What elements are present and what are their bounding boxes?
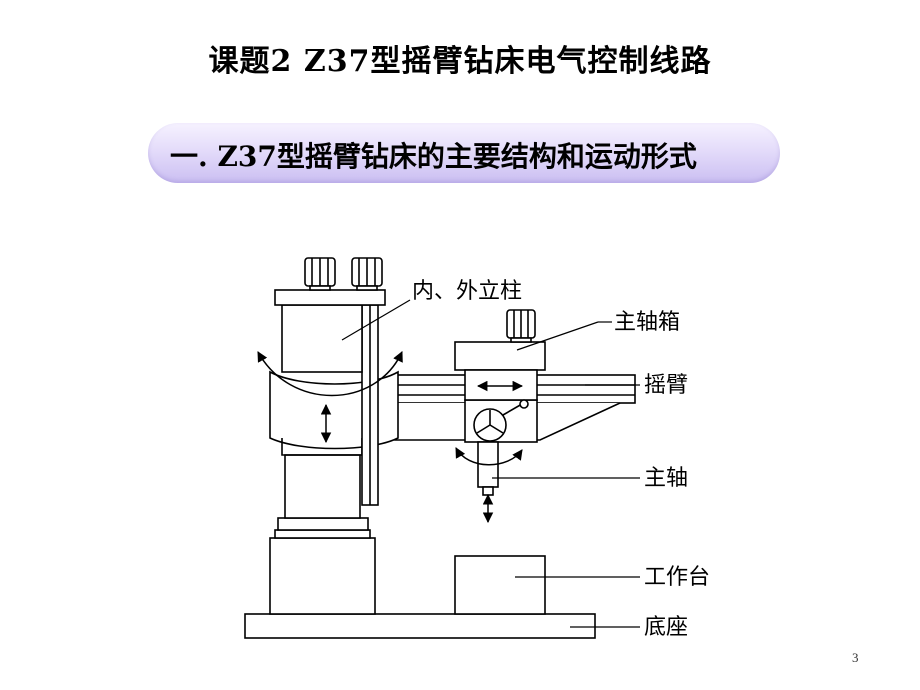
top-motor-right: [351, 257, 383, 291]
column-upper: [281, 304, 363, 373]
column-collar: [277, 517, 369, 531]
top-motor-left: [304, 257, 336, 291]
label-spindle-box: 主轴箱: [614, 310, 680, 335]
top-plate: [274, 289, 386, 306]
spindle-box-top: [454, 341, 546, 371]
label-rocker-arm: 摇臂: [644, 373, 688, 398]
machine-base: [244, 613, 596, 639]
label-spindle: 主轴: [644, 466, 688, 491]
page-number: 3: [852, 650, 859, 665]
label-worktable: 工作台: [644, 565, 710, 590]
section-heading-bar: 一. Z37型摇臂钻床的主要结构和运动形式: [148, 123, 780, 183]
label-base: 底座: [644, 615, 688, 640]
worktable: [454, 555, 546, 615]
spindle-box-motor: [506, 309, 536, 343]
label-column: 内、外立柱: [412, 279, 522, 304]
section-heading: 一. Z37型摇臂钻床的主要结构和运动形式: [170, 140, 697, 173]
column-foot: [269, 537, 376, 615]
slide-title: 课题2 Z37型摇臂钻床电气控制线路: [208, 44, 712, 79]
column-lower: [284, 454, 361, 519]
